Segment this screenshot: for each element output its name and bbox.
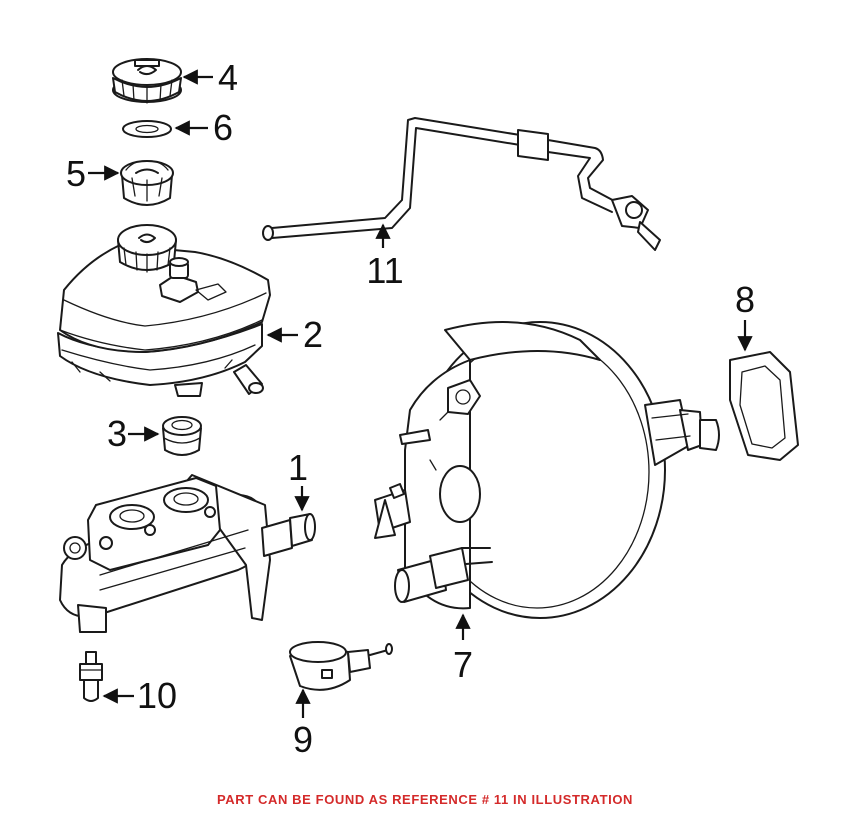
fluid-reservoir-part [57,224,271,397]
svg-text:5: 5 [66,153,86,194]
callout-11: 11 [366,223,404,291]
callout-3: 3 [107,413,160,454]
svg-text:6: 6 [213,107,233,148]
callout-10: 10 [102,675,177,716]
callout-2: 2 [266,314,323,355]
svg-text:4: 4 [218,57,238,98]
svg-text:9: 9 [293,719,313,760]
svg-text:2: 2 [303,314,323,355]
callout-6: 6 [174,107,233,148]
reservoir-cap-part [112,58,182,104]
svg-text:7: 7 [453,644,473,685]
svg-text:1: 1 [288,447,308,488]
callout-1: 1 [288,447,310,512]
gasket-part [729,351,799,461]
vacuum-hose-part [262,117,661,251]
master-cylinder-part [59,474,316,633]
brake-booster-part [374,321,720,619]
callout-5: 5 [66,153,120,194]
strainer-part [120,160,174,206]
fitting-part [79,651,103,702]
callout-4: 4 [182,57,238,98]
svg-text:3: 3 [107,413,127,454]
svg-text:8: 8 [735,279,755,320]
svg-text:10: 10 [137,675,177,716]
svg-text:11: 11 [366,250,403,291]
callout-8: 8 [735,279,755,352]
reference-note: PART CAN BE FOUND AS REFERENCE # 11 IN I… [216,792,634,807]
callout-9: 9 [293,688,313,760]
switch-part [289,641,393,691]
seal-ring-part [122,120,172,138]
grommet-part [162,416,202,456]
callout-7: 7 [453,613,473,685]
